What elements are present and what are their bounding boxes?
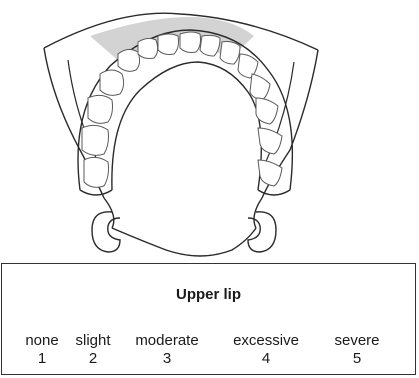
tooth	[82, 125, 109, 155]
scale-item-5: severe 5	[307, 332, 407, 368]
tooth	[100, 70, 124, 95]
scale-item-4: excessive 4	[216, 332, 316, 368]
tooth	[84, 157, 109, 187]
left-lateral-contour	[92, 212, 120, 252]
tooth	[256, 98, 278, 124]
scale-value: 4	[216, 350, 316, 368]
right-lateral-contour	[248, 212, 276, 252]
scale-label: excessive	[216, 332, 316, 350]
scale-label: severe	[307, 332, 407, 350]
lower-contour	[104, 198, 262, 256]
tooth	[250, 74, 270, 100]
tooth	[258, 160, 282, 186]
tooth	[200, 35, 220, 56]
arch-end-left	[80, 190, 112, 195]
panel-title: Upper lip	[2, 286, 415, 303]
lip-scale-panel: Upper lip none 1 slight 2 moderate 3 exc…	[1, 263, 416, 375]
tooth	[180, 32, 201, 53]
scale-label: moderate	[117, 332, 217, 350]
tooth	[138, 38, 158, 58]
tooth	[88, 95, 113, 123]
scale-value: 5	[307, 350, 407, 368]
scale-value: 3	[117, 350, 217, 368]
scale-item-3: moderate 3	[117, 332, 217, 368]
tooth	[220, 42, 240, 65]
tooth	[158, 34, 179, 55]
maxillary-arch-diagram	[0, 0, 419, 262]
dental-arch-inner	[112, 62, 261, 190]
arch-end-right	[258, 190, 290, 195]
tooth	[118, 49, 140, 71]
